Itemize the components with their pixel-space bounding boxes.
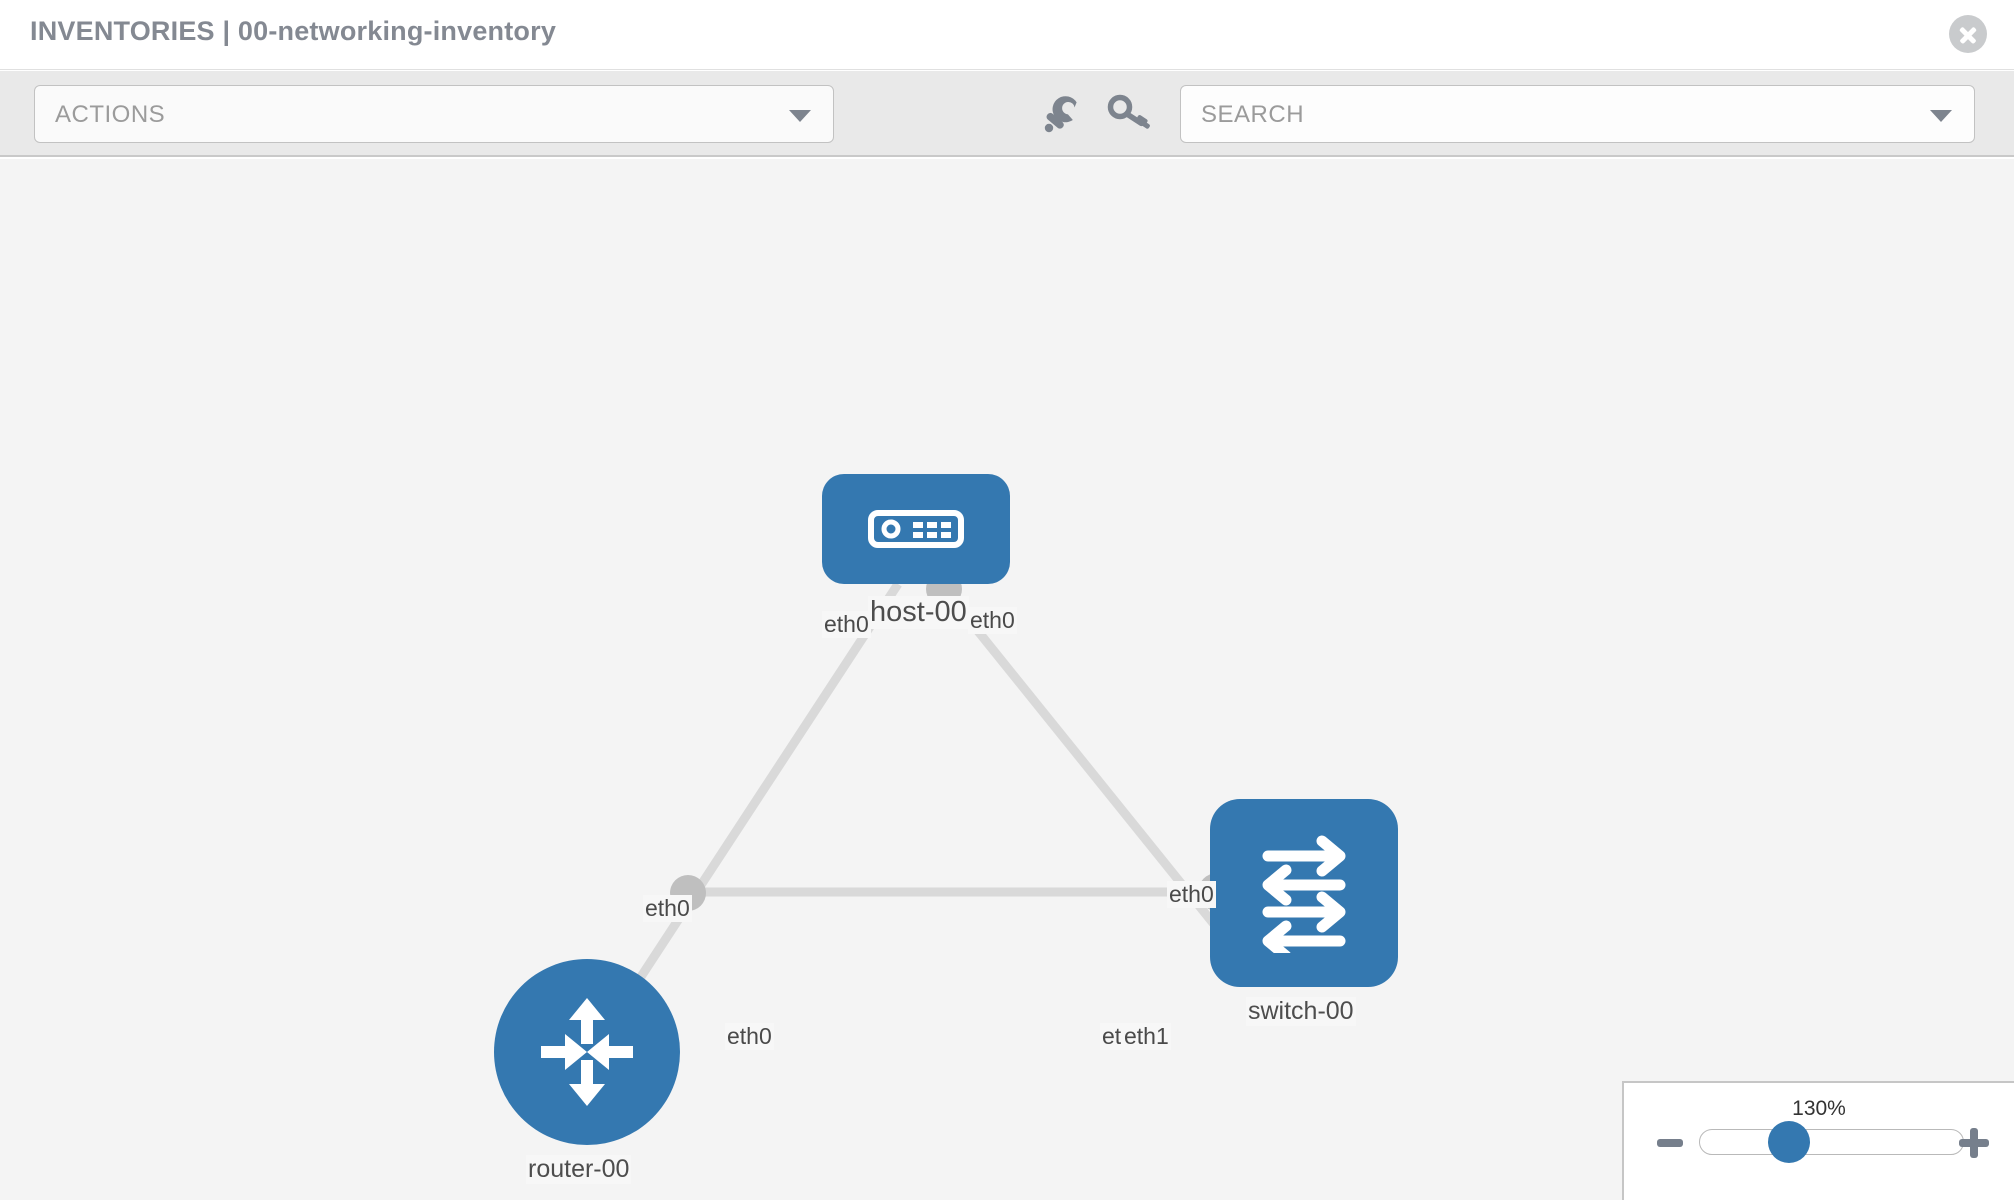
node-label-host-00: host-00 — [868, 596, 969, 629]
search-placeholder: SEARCH — [1201, 101, 1305, 128]
node-switch-00-shape[interactable] — [1210, 799, 1398, 987]
node-router-00-shape[interactable] — [494, 959, 680, 1145]
actions-dropdown[interactable]: ACTIONS — [34, 85, 834, 143]
topology-links — [608, 581, 1246, 1024]
zoom-control-panel: 130% — [1622, 1081, 2014, 1200]
server-icon — [868, 510, 964, 548]
minus-icon[interactable] — [1657, 1139, 1683, 1147]
node-host-00-shape[interactable] — [822, 474, 1010, 584]
key-icon[interactable] — [1107, 93, 1151, 135]
plus-icon[interactable] — [1959, 1128, 1989, 1158]
router-arrows-icon — [541, 998, 633, 1106]
page-header: INVENTORIES | 00-networking-inventory — [0, 0, 2014, 70]
zoom-slider-track[interactable] — [1699, 1129, 1964, 1155]
zoom-slider-thumb[interactable] — [1768, 1121, 1810, 1163]
node-label-switch-00: switch-00 — [1246, 997, 1356, 1026]
edge-label-host-left: eth0 — [822, 611, 871, 638]
topology-canvas[interactable]: host-00 — [0, 159, 2014, 1200]
chevron-down-icon — [789, 110, 811, 122]
zoom-percent-label: 130% — [1792, 1097, 1846, 1120]
close-icon[interactable] — [1949, 15, 1987, 53]
edge-label-switch-left-b: eth1 — [1122, 1023, 1171, 1050]
wrench-icon[interactable] — [1040, 93, 1084, 135]
toolbar: ACTIONS SEARCH — [0, 71, 2014, 157]
edge-label-router-up: eth0 — [643, 895, 692, 922]
search-input[interactable]: SEARCH — [1180, 85, 1975, 143]
edge-label-host-right: eth0 — [968, 607, 1017, 634]
edge-label-router-right: eth0 — [725, 1023, 774, 1050]
page-title: INVENTORIES | 00-networking-inventory — [30, 16, 557, 46]
edge-label-switch-up: eth0 — [1167, 881, 1216, 908]
chevron-down-icon[interactable] — [1930, 110, 1952, 122]
actions-dropdown-label: ACTIONS — [55, 101, 166, 128]
switch-arrows-icon — [1262, 835, 1346, 953]
link-host-router — [608, 581, 902, 1024]
node-label-router-00: router-00 — [526, 1155, 632, 1184]
